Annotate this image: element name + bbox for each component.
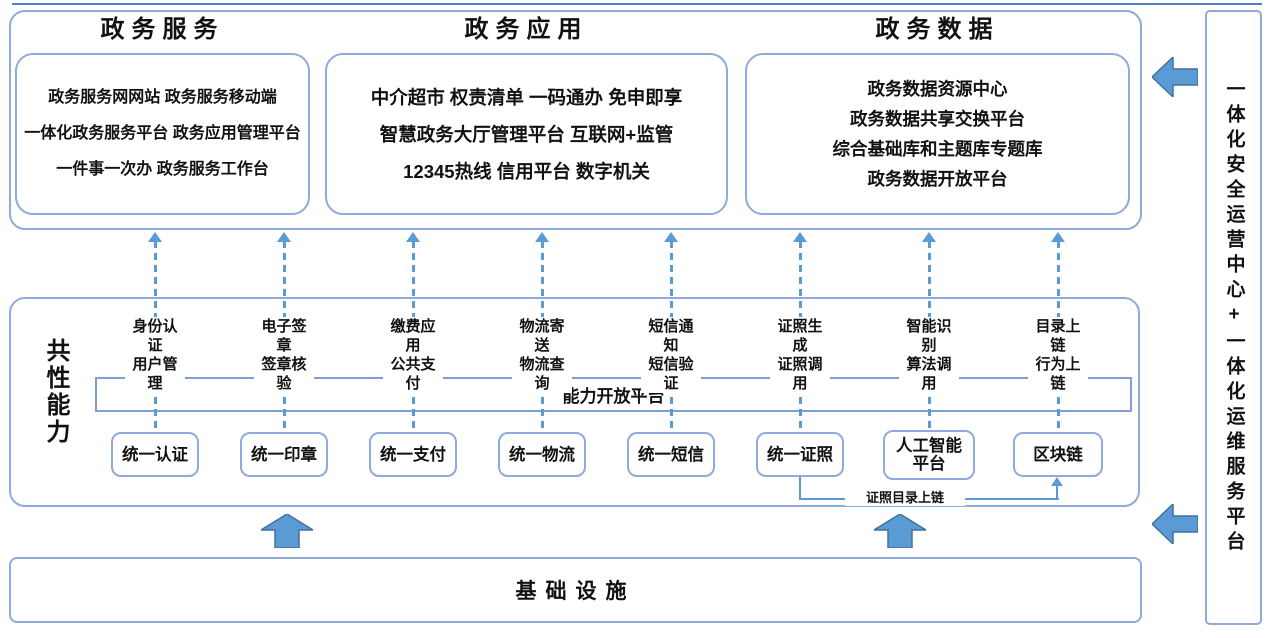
- gov-data-line: 政务数据资源中心: [867, 79, 1008, 99]
- capability-pair-label: 物流寄送 物流查询: [512, 317, 572, 393]
- gov-services-line: 政务服务网网站 政务服务移动端: [48, 89, 277, 106]
- gov-applications-line: 12345热线 信用平台 数字机关: [403, 160, 650, 182]
- capability-pair-label: 缴费应用 公共支付: [383, 317, 443, 393]
- chain-connector-arrowhead-icon: [1051, 477, 1063, 486]
- capability-pair-label: 证照生成 证照调用: [770, 317, 830, 393]
- section-title-gov-data: 政务数据: [875, 16, 1000, 43]
- gov-data-box: 政务数据资源中心 政务数据共享交换平台 综合基础库和主题库专题库 政务数据开放平…: [745, 53, 1130, 215]
- up-block-arrow-icon: [261, 514, 313, 548]
- left-block-arrow-icon: [1152, 57, 1198, 97]
- chain-connector-label: 证照目录上链: [845, 490, 965, 506]
- ai-platform-box: 人工智能 平台: [883, 430, 975, 480]
- capability-pair-label: 电子签章 签章核验: [254, 317, 314, 393]
- infrastructure-box: 基础设施: [9, 557, 1142, 623]
- column-sms: 短信通知 短信验证 统一短信: [611, 232, 731, 477]
- capability-pair-label: 智能识别 算法调用: [899, 317, 959, 393]
- unified-sms-box: 统一短信: [627, 432, 715, 477]
- gov-data-line: 综合基础库和主题库专题库: [832, 139, 1043, 159]
- gov-applications-line: 智慧政务大厅管理平台 互联网+监管: [379, 123, 674, 145]
- dashed-up-arrow-icon: [406, 232, 420, 242]
- unified-license-box: 统一证照: [756, 432, 844, 477]
- capability-open-platform-label: 能力开放平台: [562, 387, 665, 406]
- section-title-gov-services: 政务服务: [100, 16, 225, 43]
- column-logistics: 物流寄送 物流查询 统一物流: [482, 232, 602, 477]
- capability-pair-label: 目录上链 行为上链: [1028, 317, 1088, 393]
- left-block-arrow-icon: [1152, 504, 1198, 544]
- unified-auth-box: 统一认证: [111, 432, 199, 477]
- up-block-arrow-icon: [874, 514, 926, 548]
- chain-connector-line: [799, 477, 801, 500]
- gov-services-line: 一体化政务服务平台 政务应用管理平台: [24, 125, 301, 142]
- column-ai: 智能识别 算法调用 人工智能 平台: [869, 232, 989, 480]
- gov-services-box: 政务服务网网站 政务服务移动端 一体化政务服务平台 政务应用管理平台 一件事一次…: [15, 53, 310, 215]
- dashed-up-arrow-icon: [664, 232, 678, 242]
- dashed-up-arrow-icon: [922, 232, 936, 242]
- blockchain-box: 区块链: [1013, 432, 1103, 477]
- gov-data-line: 政务数据开放平台: [867, 169, 1008, 189]
- top-border-line: [12, 3, 1262, 5]
- column-auth: 身份认证 用户管理 统一认证: [95, 232, 215, 477]
- section-title-gov-applications: 政务应用: [464, 16, 589, 43]
- gov-data-line: 政务数据共享交换平台: [850, 109, 1025, 129]
- capability-pair-label: 短信通知 短信验证: [641, 317, 701, 393]
- common-capability-label: 共性能力: [42, 338, 69, 446]
- security-operations-sidebar: 一体化安全运营中心+一体化运维服务平台: [1205, 10, 1262, 625]
- unified-payment-box: 统一支付: [369, 432, 457, 477]
- column-blockchain: 目录上链 行为上链 区块链: [998, 232, 1118, 477]
- chain-connector-line: [1056, 485, 1058, 500]
- column-license: 证照生成 证照调用 统一证照: [740, 232, 860, 477]
- column-seal: 电子签章 签章核验 统一印章: [224, 232, 344, 477]
- security-operations-label: 一体化安全运营中心+一体化运维服务平台: [1223, 79, 1245, 556]
- dashed-up-arrow-icon: [148, 232, 162, 242]
- dashed-up-arrow-icon: [793, 232, 807, 242]
- capability-pair-label: 身份认证 用户管理: [125, 317, 185, 393]
- dashed-up-arrow-icon: [1051, 232, 1065, 242]
- infrastructure-label: 基础设施: [515, 580, 636, 603]
- gov-applications-box: 中介超市 权责清单 一码通办 免申即享 智慧政务大厅管理平台 互联网+监管 12…: [325, 53, 728, 215]
- gov-services-line: 一件事一次办 政务服务工作台: [56, 161, 269, 178]
- column-payment: 缴费应用 公共支付 统一支付: [353, 232, 473, 477]
- unified-logistics-box: 统一物流: [498, 432, 586, 477]
- unified-seal-box: 统一印章: [240, 432, 328, 477]
- gov-applications-line: 中介超市 权责清单 一码通办 免申即享: [370, 86, 683, 108]
- dashed-up-arrow-icon: [277, 232, 291, 242]
- dashed-up-arrow-icon: [535, 232, 549, 242]
